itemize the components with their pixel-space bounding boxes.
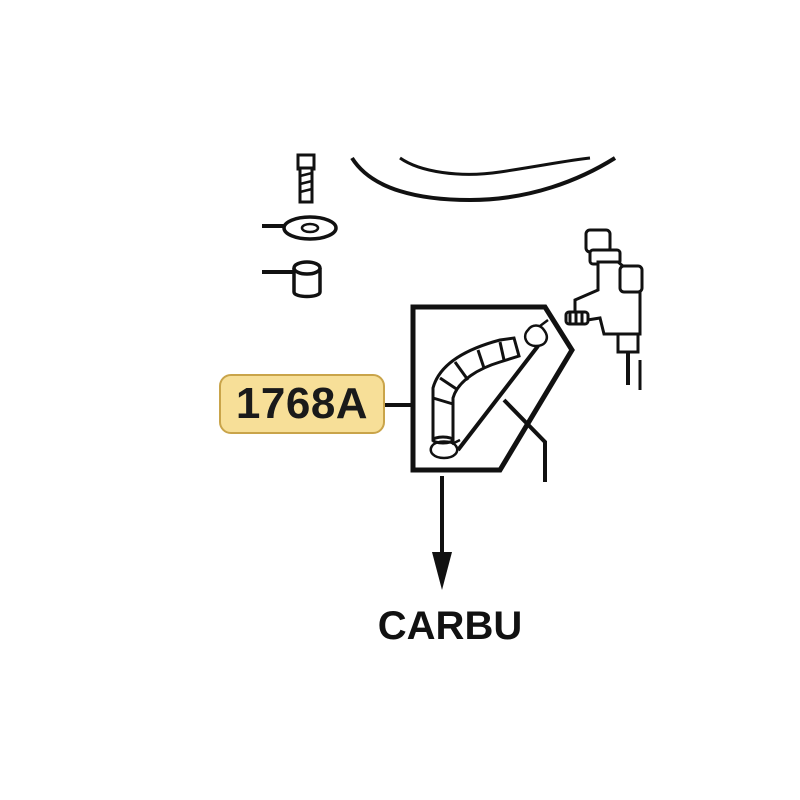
destination-label: CARBU — [377, 604, 523, 648]
housing-part — [350, 156, 617, 203]
kit-connector-line — [456, 344, 540, 452]
bolt-icon — [296, 153, 316, 204]
hose-clamp-icon — [429, 319, 549, 460]
fuel-pump-icon — [564, 228, 644, 390]
arrow-down-icon — [432, 476, 452, 590]
sleeve-icon — [262, 260, 322, 299]
part-number-callout: 1768A — [219, 374, 385, 434]
washer-icon — [262, 215, 338, 241]
pump-connection-line — [502, 398, 547, 482]
